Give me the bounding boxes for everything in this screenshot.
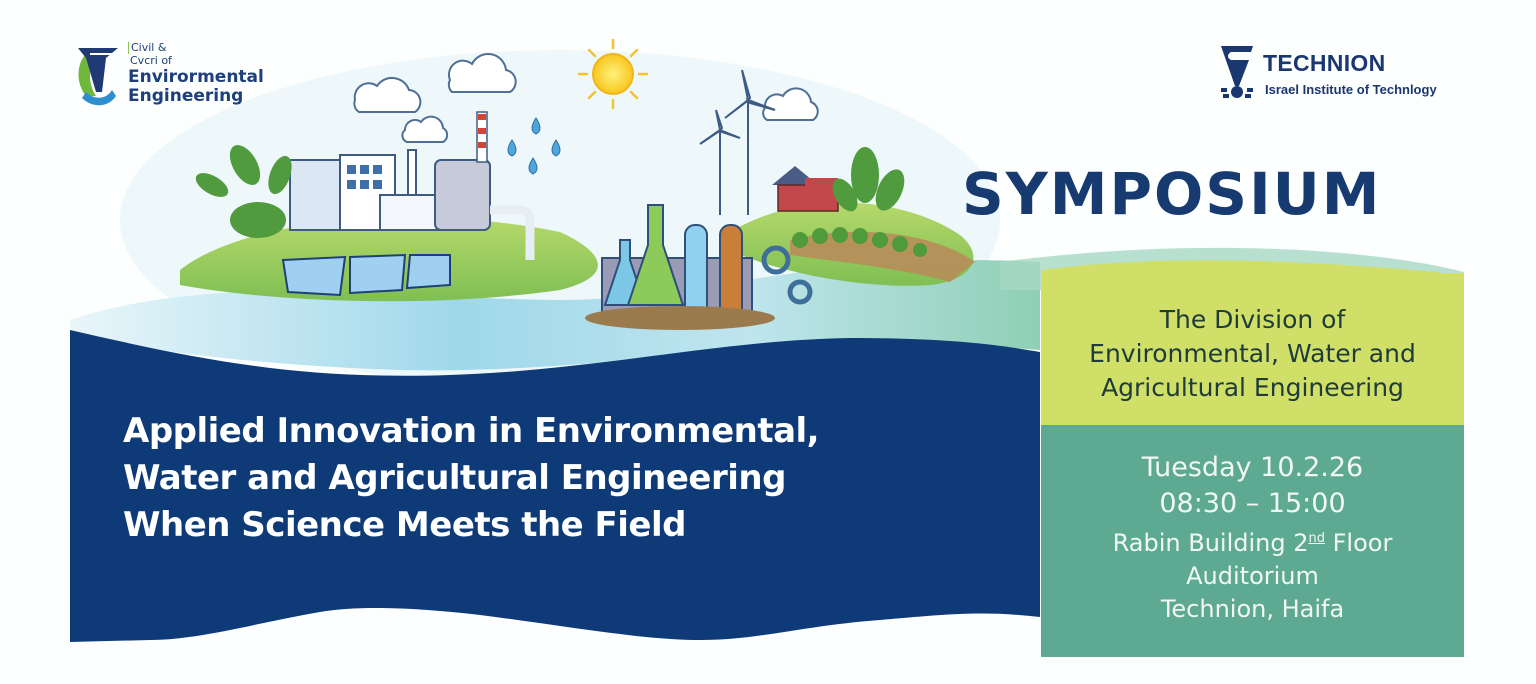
organizer-text: The Division of Environmental, Water and… (1041, 303, 1464, 405)
event-building: Rabin Building 2nd Floor (1041, 522, 1464, 560)
department-logo-line3: Envirormental (128, 67, 264, 87)
organizer-line-2: Environmental, Water and (1089, 339, 1416, 368)
lab-glassware (585, 204, 775, 330)
event-time: 08:30 – 15:00 (1159, 488, 1346, 519)
floor-ordinal: nd (1308, 531, 1326, 546)
department-logo-line1: Civil & (128, 42, 166, 54)
sun-icon (577, 38, 649, 110)
floor-label: Floor (1325, 529, 1393, 557)
technion-emblem-icon (1221, 46, 1253, 98)
department-logo-line2: Cvcri of (130, 54, 172, 67)
water-drops (507, 117, 561, 175)
details-panel (1041, 425, 1464, 657)
department-logo-line4: Engineering (128, 86, 244, 106)
factory (289, 111, 535, 260)
building-name: Rabin Building 2 (1112, 529, 1309, 557)
technion-logo: TECHNION Israel Institute of Technlogy (1217, 42, 1467, 102)
headline-line-3: When Science Meets the Field (123, 505, 687, 545)
event-city: Technion, Haifa (1160, 595, 1345, 623)
clouds (353, 53, 819, 143)
organizer-line-3: Agricultural Engineering (1101, 373, 1404, 402)
technion-name: TECHNION (1263, 50, 1386, 76)
event-date: Tuesday 10.2.26 (1141, 452, 1364, 483)
crop-field (792, 227, 927, 257)
gears-icon (761, 245, 813, 305)
department-emblem-icon (78, 48, 118, 106)
event-room: Auditorium (1186, 562, 1319, 590)
event-details: Tuesday 10.2.26 08:30 – 15:00 Rabin Buil… (1041, 450, 1464, 626)
department-logo: Civil & Cvcri of Envirormental Engineeri… (72, 40, 272, 112)
headline-line-2: Water and Agricultural Engineering (123, 458, 786, 498)
navy-banner-shape (70, 330, 1040, 642)
solar-panels (281, 253, 451, 297)
plants-right (832, 147, 905, 212)
event-headline: Applied Innovation in Environmental, Wat… (123, 408, 1023, 549)
technion-subtitle: Israel Institute of Technlogy (1265, 82, 1437, 97)
wind-turbines (699, 69, 776, 215)
headline-line-1: Applied Innovation in Environmental, (123, 411, 820, 451)
organizer-line-1: The Division of (1159, 305, 1346, 334)
plants (195, 145, 292, 238)
organizer-panel (1041, 273, 1464, 425)
event-type-title: SYMPOSIUM (962, 160, 1382, 228)
